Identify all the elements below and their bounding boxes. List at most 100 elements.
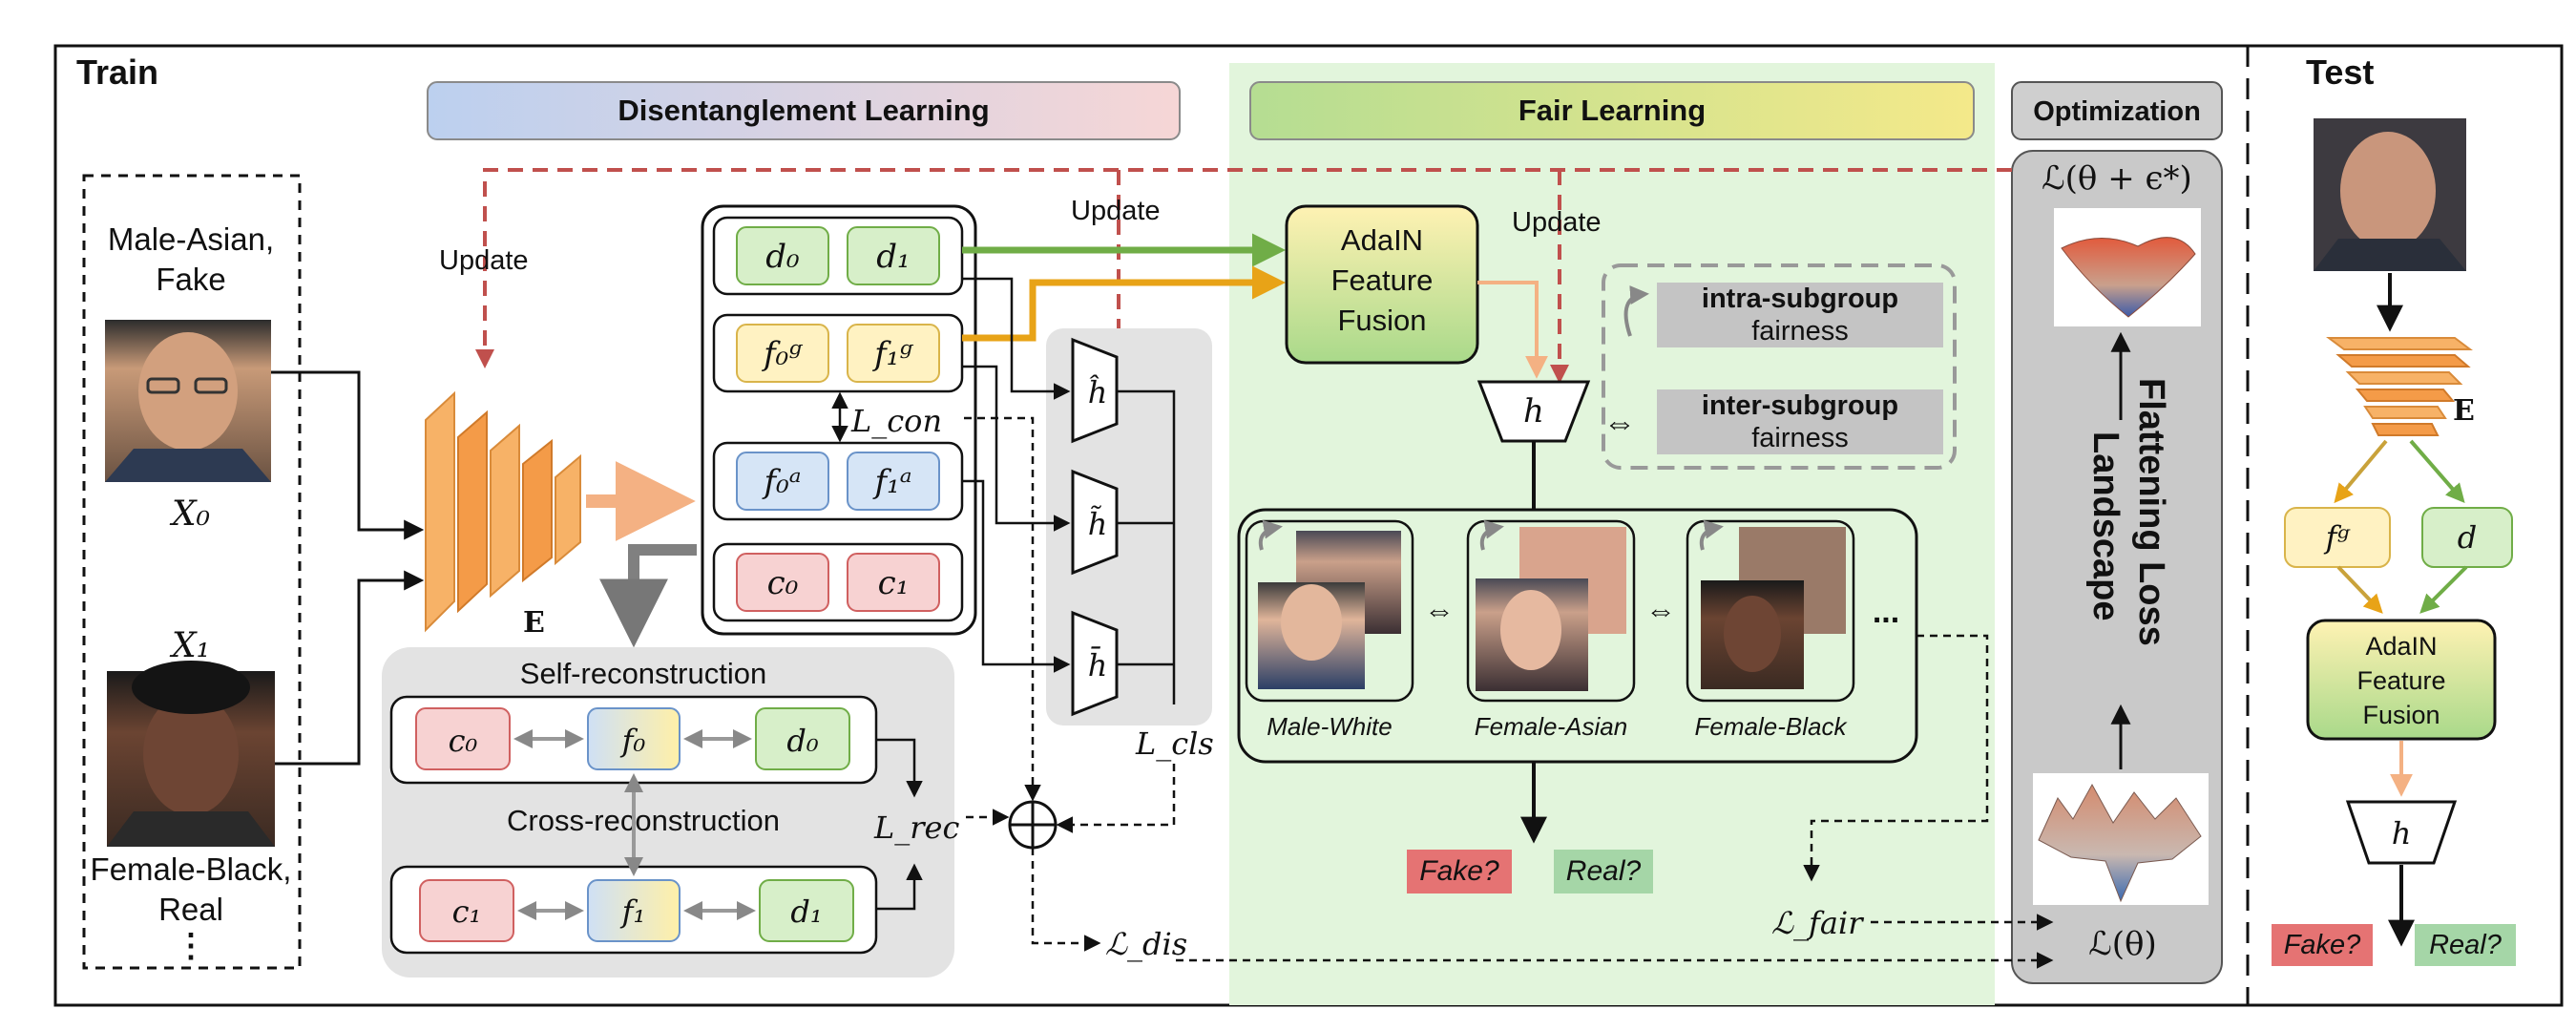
test-adain-line2: Feature <box>2356 666 2445 695</box>
svg-text:f₁ᵃ: f₁ᵃ <box>872 463 912 501</box>
encoder-test <box>2326 337 2473 436</box>
head-h-test <box>2345 800 2458 865</box>
d-to-classifier-arrow <box>962 277 1071 400</box>
update-dashed-line-top <box>475 168 2012 368</box>
subgroup-male-white <box>1245 519 1414 703</box>
encoder-label: E <box>523 606 545 640</box>
loss-con-label: L_con <box>850 403 942 439</box>
sharp-landscape-image <box>2033 773 2209 905</box>
input-ellipsis: ⋮ <box>175 928 207 964</box>
adain-to-head-arrow <box>1477 281 1548 379</box>
svg-text:d₁: d₁ <box>790 893 822 930</box>
feature-c0: c₀ <box>736 553 829 612</box>
loss-dis-label: ℒ_dis <box>1105 926 1187 962</box>
svg-text:c₀: c₀ <box>767 564 799 602</box>
real-badge-test: Real? <box>2415 924 2516 966</box>
feature-d1: d₁ <box>847 226 940 285</box>
test-feature-fg: fᵍ <box>2284 507 2391 568</box>
recon-d1: d₁ <box>759 879 854 942</box>
recon-c1: c₁ <box>419 879 514 942</box>
fair-learning-title: Fair Learning <box>1518 94 1706 127</box>
cross-reconstruction-label: Cross-reconstruction <box>507 804 780 837</box>
train-title: Train <box>76 53 158 92</box>
adain-fusion-test <box>2306 619 2497 741</box>
recon-c0: c₀ <box>415 707 511 770</box>
sum-to-dis-arrow <box>1031 848 1101 952</box>
real-badge-train: Real? <box>1554 850 1653 893</box>
svg-text:h̄: h̄ <box>1088 646 1108 683</box>
adain-line1: AdaIN <box>1341 223 1423 257</box>
recon-f0: f₀ <box>587 707 681 770</box>
test-adain-line1: AdaIN <box>2365 632 2437 661</box>
feature-d0: d₀ <box>736 226 829 285</box>
head-h-train <box>1476 380 1591 443</box>
subgroup-female-black <box>1686 519 1855 703</box>
classifier-h-tilde: h̃ <box>1071 469 1119 576</box>
loss-theta-label: ℒ(θ) <box>2088 925 2157 963</box>
x1-caption-line1: Female-Black, <box>91 851 292 887</box>
test-encoder-to-fg-arrow <box>2334 439 2388 504</box>
svg-text:Fake?: Fake? <box>2284 930 2361 960</box>
svg-text:f₁: f₁ <box>620 893 646 930</box>
recon-row1-output-arrow <box>876 738 923 798</box>
inter-subgroup-label: inter-subgroup <box>1702 390 1898 421</box>
fg-to-adain-arrow <box>962 265 1286 342</box>
svg-text:h̃: h̃ <box>1088 506 1108 542</box>
con-to-sum-arrow <box>964 416 1041 802</box>
loss-theta-eps-label: ℒ(θ + ϵ*) <box>2042 159 2192 198</box>
flattening-line1: Flattening Loss <box>2131 378 2171 646</box>
head-h-label: h <box>1523 392 1544 431</box>
x0-caption-line2: Fake <box>156 262 225 297</box>
fa-to-classifier-arrow <box>962 479 1071 673</box>
x0-label: X₀ <box>169 494 210 534</box>
test-adain-line3: Fusion <box>2362 701 2440 729</box>
svg-text:Real?: Real? <box>1566 855 1642 887</box>
classifier-merge-line <box>1117 389 1176 704</box>
svg-text:f₀ᵍ: f₀ᵍ <box>761 335 803 373</box>
subgroup-label-male-white: Male-White <box>1267 712 1392 741</box>
svg-text:f₀: f₀ <box>620 723 646 759</box>
subgroup-label-female-black: Female-Black <box>1695 712 1849 741</box>
test-fg-to-adain-arrow <box>2336 565 2383 614</box>
svg-text:d: d <box>2458 519 2477 556</box>
recon-row2-output-arrow <box>876 863 923 911</box>
cls-to-sum-arrow <box>1056 764 1176 833</box>
update-label-encoder: Update <box>439 245 529 276</box>
feature-fg0: f₀ᵍ <box>736 324 829 383</box>
x0-to-encoder-arrow <box>271 370 425 540</box>
test-face-image <box>2314 118 2466 271</box>
test-feature-d: d <box>2421 507 2513 568</box>
features-to-reconstruction-arrow <box>599 544 697 648</box>
update-label-head: Update <box>1512 207 1602 238</box>
classifier-h-bar: h̄ <box>1071 610 1119 717</box>
svg-text:c₁: c₁ <box>878 564 910 602</box>
intra-subgroup-fairness: fairness <box>1751 316 1849 347</box>
svg-text:c₁: c₁ <box>452 893 482 930</box>
subgroup-label-female-asian: Female-Asian <box>1475 712 1627 741</box>
subgroup-equiv-1: ⇔ <box>1424 593 1455 627</box>
recon-grey-arrows <box>513 729 756 920</box>
intra-subgroup-label: intra-subgroup <box>1702 284 1898 314</box>
subgroup-equiv-2: ⇔ <box>1645 593 1676 627</box>
optimization-banner <box>2011 81 2223 140</box>
face-image-x1 <box>107 661 275 847</box>
svg-text:Real?: Real? <box>2429 930 2503 960</box>
loss-rec-label: L_rec <box>873 809 959 846</box>
self-reconstruction-label: Self-reconstruction <box>520 657 766 690</box>
svg-text:fᵍ: fᵍ <box>2324 519 2352 556</box>
fake-badge-train: Fake? <box>1407 850 1512 893</box>
svg-text:Fake?: Fake? <box>1419 855 1499 887</box>
recon-d0: d₀ <box>755 707 850 770</box>
subgroup-ellipsis: ... <box>1873 594 1899 630</box>
subgroups-to-fair-loss-arrow <box>1803 634 1989 882</box>
x1-label: X₁ <box>169 626 210 665</box>
head-fairness-equiv: ⇔ <box>1603 405 1636 441</box>
flat-landscape-image <box>2054 208 2201 326</box>
svg-text:c₀: c₀ <box>449 723 478 759</box>
adain-line2: Feature <box>1331 263 1434 297</box>
loss-sum-node <box>1008 800 1058 850</box>
disentanglement-title: Disentanglement Learning <box>618 94 989 127</box>
flattening-line2: Landscape <box>2085 431 2126 621</box>
x0-caption-line1: Male-Asian, <box>108 221 274 257</box>
